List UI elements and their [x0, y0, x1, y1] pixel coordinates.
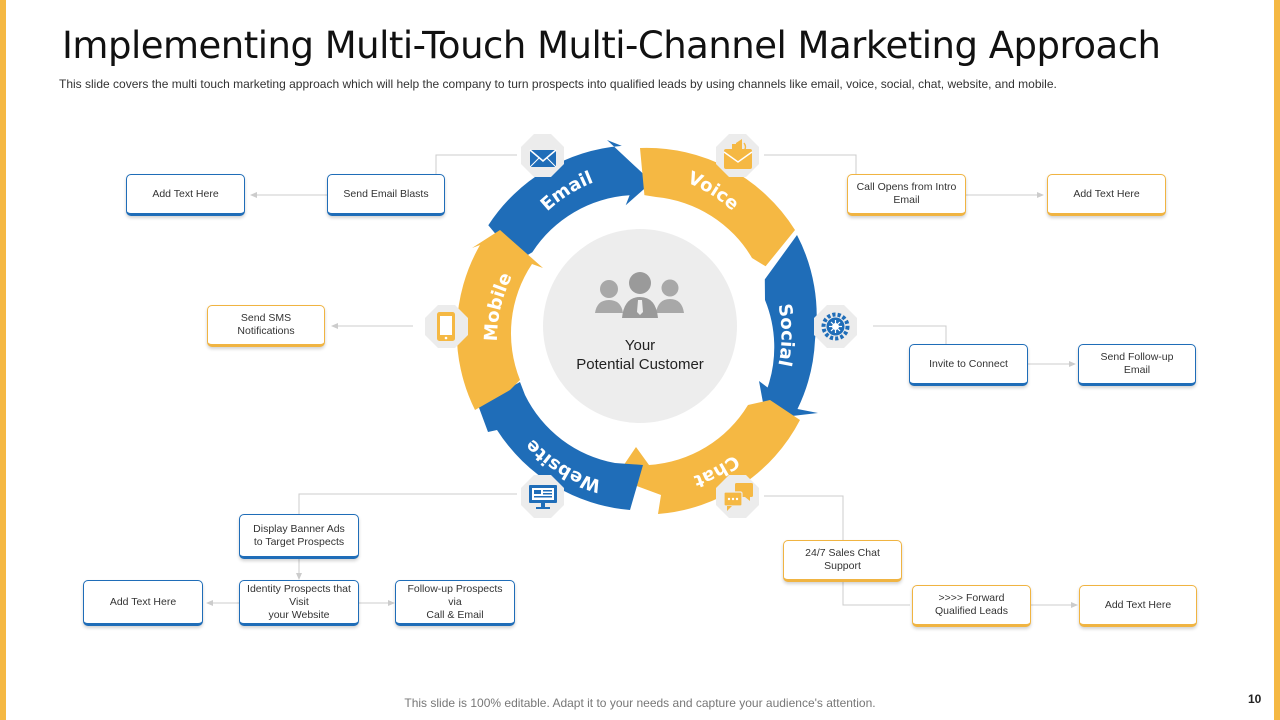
arrow-social: [759, 235, 818, 419]
network-icon: [821, 312, 850, 341]
arrow-voice: [640, 147, 795, 267]
chat-result-box: Add Text Here: [1079, 585, 1197, 627]
website-banner-box: Display Banner Ads to Target Prospects: [239, 514, 359, 559]
center-label: Your Potential Customer: [576, 337, 704, 373]
connector-chat-forward: [842, 582, 910, 606]
connector-website: [298, 493, 517, 514]
connector-chat: [764, 495, 844, 540]
voice-mail-icon: [723, 139, 753, 169]
website-result-box: Add Text Here: [83, 580, 203, 626]
page-subtitle: This slide covers the multi touch market…: [59, 77, 1057, 91]
mail-icon: [529, 149, 557, 168]
connector-social: [873, 325, 947, 345]
footer-note: This slide is 100% editable. Adapt it to…: [404, 696, 876, 710]
connector-lines: [210, 154, 1074, 606]
arrow-website: [478, 382, 643, 510]
chat-support-box: 24/7 Sales Chat Support: [783, 540, 902, 582]
arrow-chat: [615, 400, 800, 514]
connector-email: [435, 154, 517, 175]
social-result-box: Send Follow-up Email: [1078, 344, 1196, 386]
connector-arrowheads: [206, 192, 1078, 608]
arrow-email: [488, 140, 652, 261]
arrow-mobile: [456, 230, 543, 410]
email-action-box: Send Email Blasts: [327, 174, 445, 216]
people-group-icon: [595, 272, 684, 318]
mobile-action-box: Send SMS Notifications: [207, 305, 325, 347]
chat-forward-box: >>>> Forward Qualified Leads: [912, 585, 1031, 627]
left-accent-bar: [0, 0, 6, 720]
email-result-box: Add Text Here: [126, 174, 245, 216]
voice-result-box: Add Text Here: [1047, 174, 1166, 216]
ring-arrows: [456, 140, 818, 514]
voice-action-box: Call Opens from Intro Email: [847, 174, 966, 216]
monitor-icon: [529, 485, 557, 509]
channel-label-social: Social: [773, 302, 797, 368]
center-circle: [543, 229, 737, 423]
website-followup-box: Follow-up Prospects via Call & Email: [395, 580, 515, 626]
page-number: 10: [1248, 692, 1262, 706]
right-accent-bar: [1274, 0, 1280, 720]
smartphone-icon: [437, 312, 455, 341]
chat-bubbles-icon: [723, 483, 753, 511]
social-action-box: Invite to Connect: [909, 344, 1028, 386]
website-identify-box: Identity Prospects that Visit your Websi…: [239, 580, 359, 626]
connector-voice: [764, 154, 857, 175]
page-title: Implementing Multi-Touch Multi-Channel M…: [62, 24, 1161, 67]
